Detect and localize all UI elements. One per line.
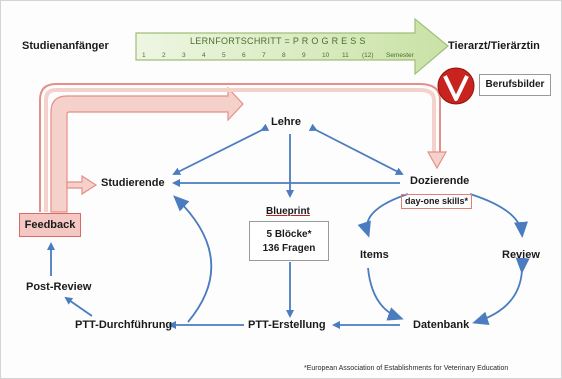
- semester-tick: 10: [322, 52, 330, 59]
- footnote: *European Association of Establishments …: [304, 365, 509, 372]
- v-logo: [437, 67, 475, 105]
- semester-scale: 1 2 3 4 5 6 7 8 9 10 11 (12) Semester: [142, 52, 424, 62]
- node-feedback: Feedback: [19, 213, 81, 237]
- semester-tick: 8: [282, 52, 286, 59]
- label-studienanfaenger: Studienanfänger: [22, 40, 109, 52]
- semester-tick: (12): [362, 52, 374, 59]
- node-blueprint: Blueprint: [266, 206, 310, 217]
- node-day-one-skills: day-one skills*: [401, 194, 473, 209]
- flow-arrows: [47, 123, 530, 329]
- progress-title: LERNFORTSCHRITT = P R O G R E S S: [190, 36, 366, 46]
- blueprint-fragen: 136 Fragen: [262, 243, 316, 254]
- semester-tick: 3: [182, 52, 186, 59]
- progress-arrow: [135, 17, 449, 76]
- blueprint-bloecke: 5 Blöcke*: [266, 229, 312, 240]
- semester-tick: 5: [222, 52, 226, 59]
- node-studierende: Studierende: [101, 177, 165, 189]
- node-datenbank: Datenbank: [413, 319, 470, 331]
- blueprint-box: 5 Blöcke* 136 Fragen: [249, 221, 329, 261]
- node-items: Items: [360, 249, 389, 261]
- node-dozierende: Dozierende: [410, 175, 470, 187]
- feedback-arc: [39, 83, 441, 212]
- node-review: Review: [502, 249, 540, 261]
- semester-tick: 2: [162, 52, 166, 59]
- semester-tick: 4: [202, 52, 206, 59]
- semester-tick: 11: [342, 52, 349, 59]
- semester-tick: 1: [142, 52, 146, 59]
- semester-tick: 7: [262, 52, 266, 59]
- node-lehre: Lehre: [271, 116, 301, 128]
- node-ptt-durchfuehrung: PTT-Durchführung: [75, 319, 173, 331]
- semester-tick: Semester: [386, 52, 414, 59]
- feedback-arrows: [50, 86, 244, 213]
- semester-tick: 6: [242, 52, 246, 59]
- berufsbilder-box: Berufsbilder: [479, 74, 551, 96]
- semester-tick: 9: [302, 52, 306, 59]
- label-tierarzt: Tierarzt/Tierärztin: [448, 40, 540, 52]
- node-ptt-erstellung: PTT-Erstellung: [248, 319, 326, 331]
- node-post-review: Post-Review: [26, 281, 92, 293]
